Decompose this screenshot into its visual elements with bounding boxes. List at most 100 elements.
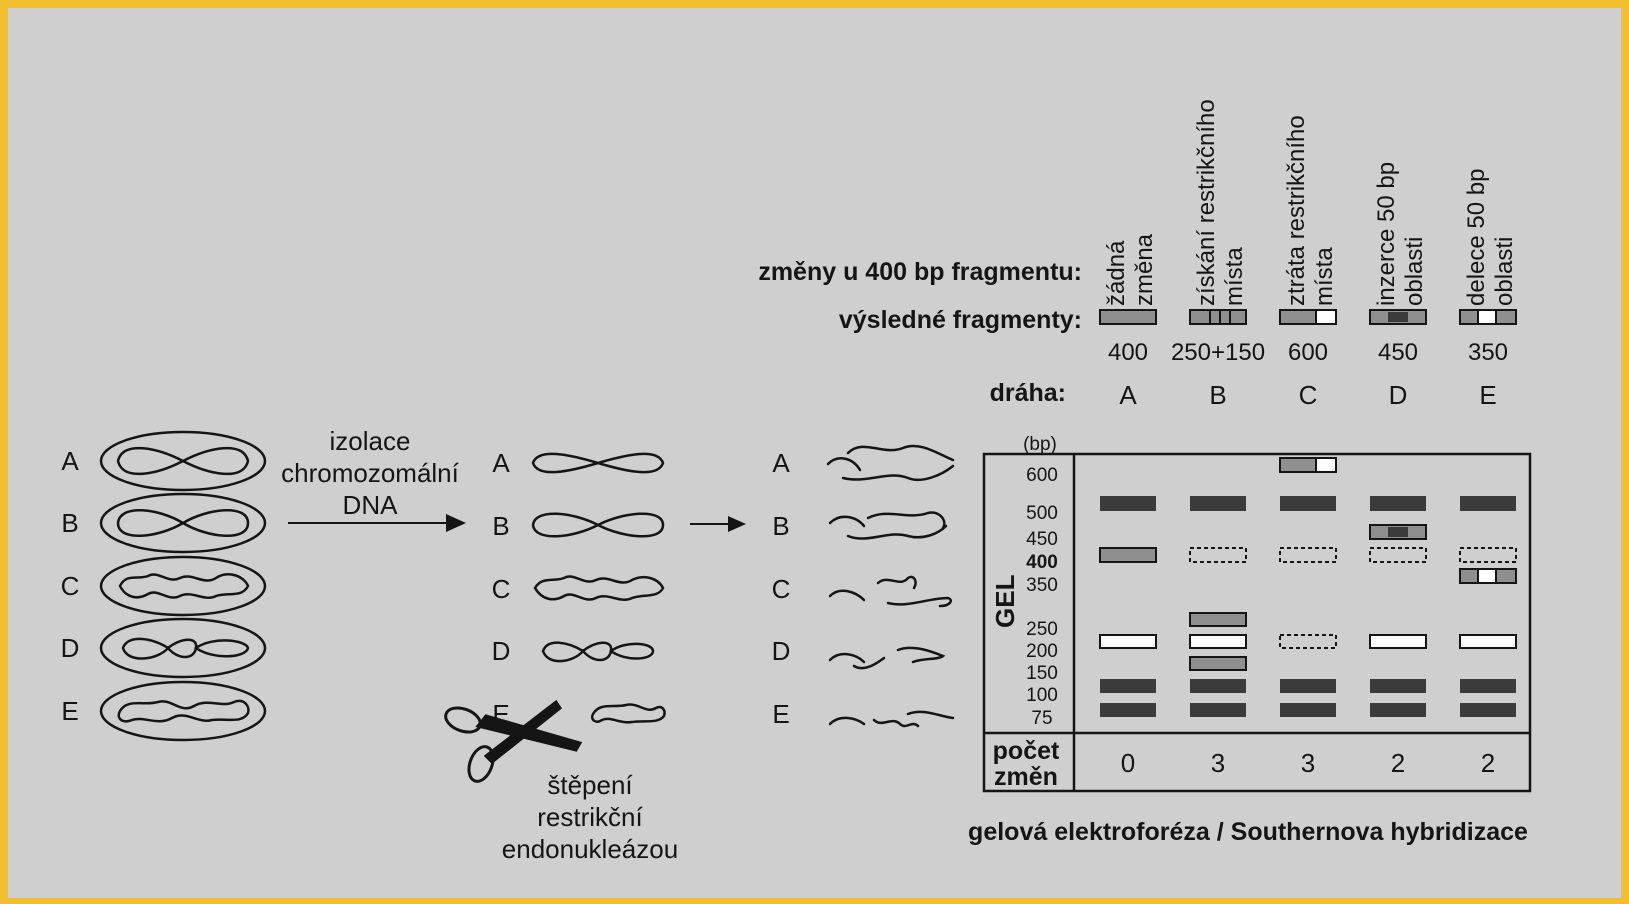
lane-d-fragment: 450 [1378, 339, 1418, 366]
band [1460, 679, 1516, 693]
lane-b-change-line1: získání restrikčního [1193, 99, 1220, 306]
band [1370, 703, 1426, 717]
step2-line3: endonukleázou [502, 834, 678, 864]
dna-b [533, 514, 663, 537]
dna-d [543, 643, 653, 661]
cell-c [101, 557, 265, 615]
lane-c-fragment: 600 [1288, 339, 1328, 366]
tick-75: 75 [1031, 708, 1052, 729]
fragments-b [830, 512, 946, 538]
dna-e [592, 705, 664, 723]
lane-e-letter: E [1479, 380, 1496, 410]
cell-a-letter: A [61, 446, 79, 476]
tick-250: 250 [1026, 619, 1058, 640]
tick-200: 200 [1026, 641, 1058, 662]
band [1370, 496, 1426, 511]
step2-line1: štěpení [547, 770, 633, 800]
fragment-icon-e [1460, 310, 1516, 324]
tick-600: 600 [1026, 465, 1058, 486]
frag-a-letter: A [772, 448, 790, 478]
lane-a-fragment: 400 [1108, 339, 1148, 366]
lane-a-change-line1: žádná [1103, 240, 1130, 306]
draha-label: dráha: [990, 379, 1066, 407]
fragments-d [830, 648, 943, 668]
chromosome-a [118, 448, 248, 474]
dna-a-letter: A [492, 448, 510, 478]
lane-e-fragment: 350 [1468, 339, 1508, 366]
band [1280, 703, 1336, 717]
lane-e-bands [1460, 496, 1516, 717]
cell-b-letter: B [61, 508, 78, 538]
lane-d-change-line2: oblasti [1401, 237, 1428, 306]
fragments-c [830, 577, 951, 606]
fragment-icon-a [1100, 310, 1156, 324]
tick-350: 350 [1026, 575, 1058, 596]
lane-a-count: 0 [1121, 748, 1135, 778]
lane-c-change-line2: místa [1311, 247, 1338, 306]
band [1316, 458, 1336, 472]
digested-dna-column [828, 446, 953, 726]
frag-d-letter: D [772, 636, 791, 666]
band [1370, 635, 1426, 648]
lane-b-fragment: 250+150 [1171, 339, 1265, 366]
step1-line3: DNA [343, 490, 399, 520]
chromosome-b [118, 510, 248, 536]
band [1100, 548, 1156, 562]
cell-e [101, 682, 265, 740]
band [1370, 679, 1426, 693]
lane-d-letter: D [1389, 380, 1408, 410]
chromosome-c [120, 574, 248, 597]
band [1190, 496, 1246, 511]
lane-e-count: 2 [1481, 748, 1495, 778]
dna-a [533, 454, 663, 472]
band [1190, 635, 1246, 648]
isolated-dna-column [533, 454, 665, 722]
chromosome-d [123, 639, 248, 659]
band [1388, 527, 1408, 537]
gel-box [984, 454, 1530, 791]
fragments-e [830, 712, 953, 726]
frag-c-letter: C [772, 574, 791, 604]
figure-panel: změny u 400 bp fragmentu: výsledné fragm… [8, 8, 1621, 898]
step2-line2: restrikční [537, 802, 643, 832]
tick-400: 400 [1026, 552, 1058, 573]
lane-c-letter: C [1299, 380, 1318, 410]
dna-b-letter: B [492, 511, 509, 541]
band [1190, 703, 1246, 717]
frag-e-letter: E [772, 699, 789, 729]
band [1190, 548, 1246, 562]
lane-e-change-line1: delece 50 bp [1463, 169, 1490, 306]
lane-c-count: 3 [1301, 748, 1315, 778]
cell-c-letter: C [61, 571, 80, 601]
tick-150: 150 [1026, 663, 1058, 684]
lane-d-change-line1: inzerce 50 bp [1373, 162, 1400, 306]
lane-d-count: 2 [1391, 748, 1405, 778]
fragments-a [828, 446, 953, 480]
lane-e-change-line2: oblasti [1491, 237, 1518, 306]
dna-c [535, 576, 663, 599]
pocet-line1: počet [993, 737, 1060, 765]
dna-d-letter: D [492, 636, 511, 666]
lane-c-bands [1280, 458, 1336, 717]
step1-line2: chromozomální [281, 458, 460, 488]
band [1280, 496, 1336, 511]
dna-c-letter: C [492, 574, 511, 604]
lane-b-letter: B [1209, 380, 1226, 410]
band [1190, 657, 1246, 670]
zmeny-label: změny u 400 bp fragmentu: [758, 258, 1082, 286]
band [1460, 635, 1516, 648]
band [1280, 679, 1336, 693]
lane-a-change-line2: změna [1131, 233, 1158, 306]
vysledne-label: výsledné fragmenty: [839, 306, 1082, 334]
lane-b-bands [1190, 496, 1246, 717]
gel-label: GEL [990, 574, 1020, 628]
lane-a-letter: A [1119, 380, 1137, 410]
band [1370, 548, 1426, 562]
arrow-digestion [690, 516, 746, 532]
step1-line1: izolace [330, 426, 411, 456]
band [1100, 496, 1156, 511]
tick-100: 100 [1026, 685, 1058, 706]
gel-unit: (bp) [1023, 434, 1057, 455]
band [1100, 635, 1156, 648]
fragment-icon-d [1370, 310, 1426, 324]
